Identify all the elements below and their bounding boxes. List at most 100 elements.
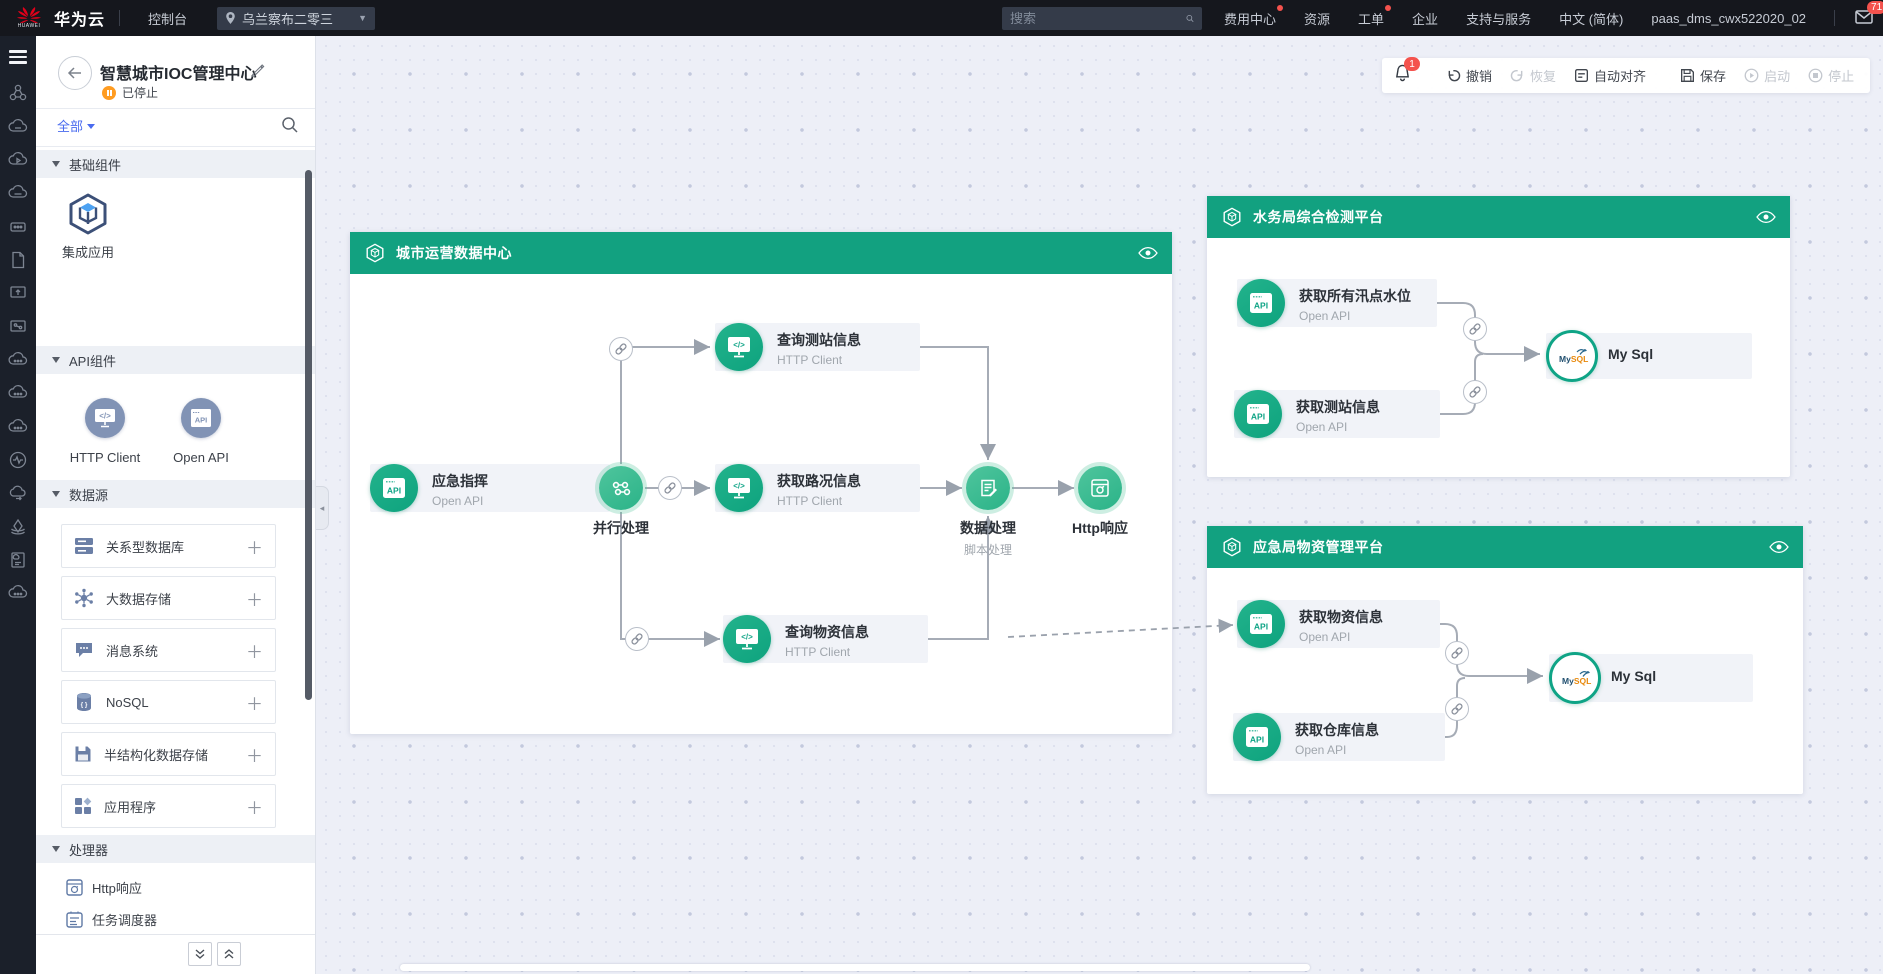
datasource-semistructured[interactable]: 半结构化数据存储＋ [61,732,276,776]
section-api-components[interactable]: API组件 [36,346,315,374]
filter-dropdown[interactable]: 全部 [57,116,96,135]
section-base-components[interactable]: 基础组件 [36,150,315,178]
nav-screen-flow-icon[interactable] [8,317,28,337]
processor-task-scheduler[interactable]: 任务调度器 [66,910,157,929]
nav-cloud-play-icon[interactable] [8,150,28,170]
billing-link[interactable]: 费用中心 [1224,4,1284,28]
save-button[interactable]: 保存 [1680,66,1726,85]
product-name[interactable]: 华为云 [54,12,106,29]
back-button[interactable] [58,56,92,90]
edit-title-icon[interactable] [250,62,266,78]
panel-collapse-handle[interactable]: ◂ [316,486,329,530]
nav-cloud-dots-icon[interactable] [8,383,28,403]
section-processor[interactable]: 处理器 [36,835,315,863]
menu-toggle-icon[interactable] [9,50,27,64]
datasource-bigdata[interactable]: 大数据存储＋ [61,576,276,620]
datasource-relational-db[interactable]: 关系型数据库＋ [61,524,276,568]
nav-cloud-dots-icon[interactable] [8,350,28,370]
node-mysql[interactable]: MySQL My Sql [1549,652,1753,704]
nav-message-icon[interactable] [8,217,28,237]
messages-button[interactable]: 71 [1855,0,1883,27]
region-selector[interactable]: 乌兰察布二零三 ▼ [217,6,376,30]
datasource-nosql[interactable]: { } NoSQL＋ [61,680,276,724]
section-datasource[interactable]: 数据源 [36,480,315,508]
edge-link-icon[interactable] [1463,317,1487,341]
nav-org-icon[interactable] [8,83,28,103]
add-connection-button[interactable]: ＋ [246,798,263,818]
node-data-processing[interactable]: 数据处理 脚本处理 [960,466,1016,557]
edge-link-icon[interactable] [625,627,649,651]
edge-link-icon[interactable] [1463,380,1487,404]
nav-cloud-server-icon[interactable] [8,117,28,137]
add-connection-button[interactable]: ＋ [246,746,263,766]
panel-search-icon[interactable] [281,116,299,134]
panel-scrollbar[interactable] [305,170,312,700]
search-input[interactable] [1010,11,1186,26]
tickets-link[interactable]: 工单 [1358,4,1392,28]
edge-link-icon[interactable] [1445,697,1469,721]
datasource-message-system[interactable]: 消息系统＋ [61,628,276,672]
account-name[interactable]: paas_dms_cwx522020_02 [1651,10,1807,26]
workflow-header[interactable]: 城市运营数据中心 [350,232,1172,274]
nav-pulse-icon[interactable] [8,450,28,470]
node-http-response[interactable]: Http响应 [1072,466,1128,536]
open-api-item[interactable]: API [181,398,221,438]
visibility-eye-icon[interactable] [1769,540,1789,554]
canvas-horizontal-scrollbar[interactable] [400,964,1310,971]
edge-link-icon[interactable] [609,337,633,361]
start-button[interactable]: 启动 [1744,66,1790,85]
nav-document-icon[interactable] [8,250,28,270]
node-mysql[interactable]: MySQL My Sql [1546,330,1752,382]
notifications-button[interactable]: 1 [1394,57,1420,87]
scroll-down-button[interactable] [188,942,212,966]
enterprise-link[interactable]: 企业 [1412,11,1439,27]
add-connection-button[interactable]: ＋ [246,590,263,610]
integration-app-item[interactable] [64,190,112,238]
processor-http-response[interactable]: Http响应 [66,878,142,897]
node-parallel-processing[interactable]: 并行处理 [593,466,649,536]
workflow-header[interactable]: 应急局物资管理平台 [1207,526,1803,568]
workflow-header[interactable]: 水务局综合检测平台 [1207,196,1790,238]
global-search[interactable] [1002,7,1202,30]
add-connection-button[interactable]: ＋ [246,538,263,558]
nav-cloud-dots-icon[interactable] [8,583,28,603]
console-link[interactable]: 控制台 [148,11,188,27]
datasource-application[interactable]: 应用程序＋ [61,784,276,828]
visibility-eye-icon[interactable] [1756,210,1776,224]
http-client-icon: </> [95,409,115,428]
support-link[interactable]: 支持与服务 [1466,11,1532,27]
nav-cloud-sync-icon[interactable] [8,483,28,503]
locale-switcher[interactable]: 中文 (简体) [1559,11,1624,27]
visibility-eye-icon[interactable] [1138,246,1158,260]
nav-doc-cloud-icon[interactable] [8,550,28,570]
http-client-item[interactable]: </> [85,398,125,438]
huawei-logo[interactable]: HUAWEI [14,7,44,29]
edge-link-icon[interactable] [1445,641,1469,665]
nav-cloud-dash-icon[interactable] [8,183,28,203]
add-connection-button[interactable]: ＋ [246,694,263,714]
resources-link[interactable]: 资源 [1304,11,1331,27]
scroll-up-button[interactable] [217,942,241,966]
redo-button[interactable]: 恢复 [1510,66,1556,85]
nav-lotus-icon[interactable] [8,517,28,537]
search-icon[interactable] [1186,11,1194,26]
stop-button[interactable]: 停止 [1808,66,1854,85]
auto-align-button[interactable]: 自动对齐 [1574,66,1646,85]
add-connection-button[interactable]: ＋ [246,642,263,662]
edge-link-icon[interactable] [658,476,682,500]
nav-cloud-dots-icon[interactable] [8,417,28,437]
undo-button[interactable]: 撤销 [1446,66,1492,85]
nav-screen-upload-icon[interactable] [8,283,28,303]
